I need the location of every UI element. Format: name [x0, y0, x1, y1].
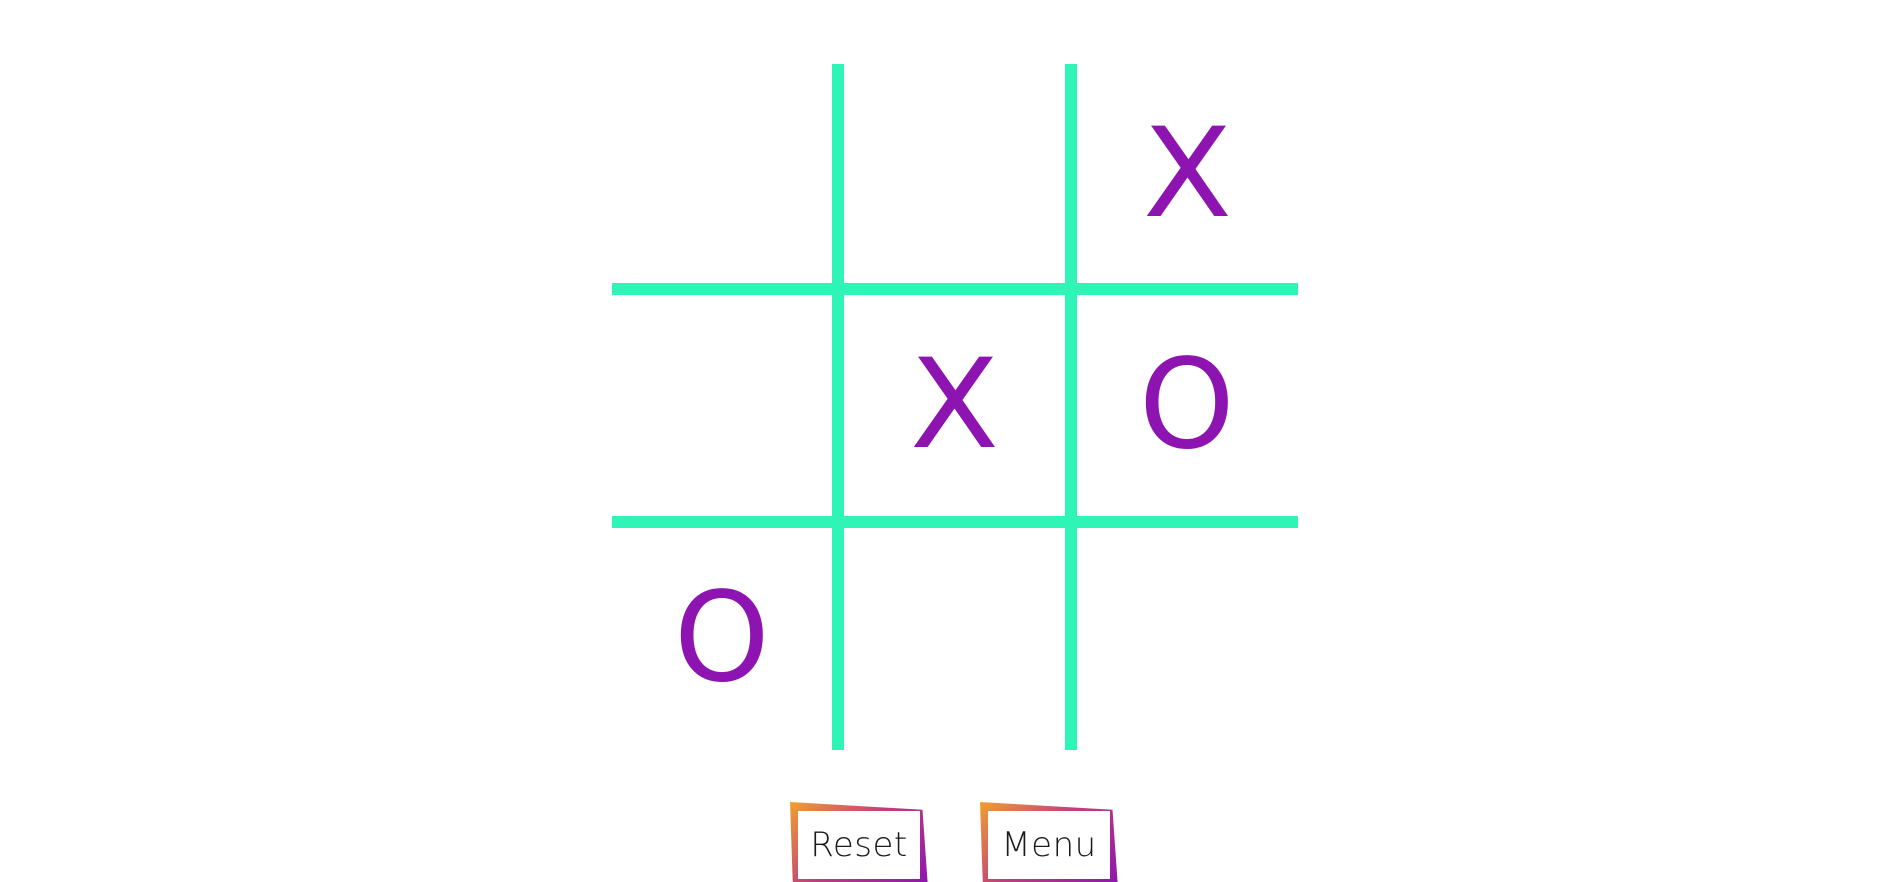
grid-line-horizontal-1 — [612, 283, 1298, 295]
menu-button[interactable]: Menu — [980, 802, 1118, 882]
cell-mark: X — [909, 332, 999, 477]
cell-mark: O — [1139, 332, 1235, 477]
cell-mark: O — [674, 565, 770, 710]
board-cell-7[interactable]: O — [612, 528, 832, 747]
board-cell-6[interactable]: O — [1077, 295, 1297, 514]
grid-line-vertical-1 — [832, 64, 844, 750]
cell-mark: X — [1142, 101, 1232, 246]
board-cell-9[interactable] — [1077, 528, 1297, 747]
grid-line-horizontal-2 — [612, 516, 1298, 528]
board-cell-1[interactable] — [612, 64, 832, 283]
board-cell-5[interactable]: X — [844, 295, 1064, 514]
menu-button-label: Menu — [988, 811, 1110, 879]
board-cell-8[interactable] — [844, 528, 1064, 747]
reset-button-label: Reset — [798, 811, 920, 879]
tic-tac-toe-board: X X O O — [612, 64, 1298, 750]
board-cell-3[interactable]: X — [1077, 64, 1297, 283]
reset-button[interactable]: Reset — [790, 802, 928, 882]
grid-line-vertical-2 — [1065, 64, 1077, 750]
board-cell-4[interactable] — [612, 295, 832, 514]
board-cell-2[interactable] — [844, 64, 1064, 283]
